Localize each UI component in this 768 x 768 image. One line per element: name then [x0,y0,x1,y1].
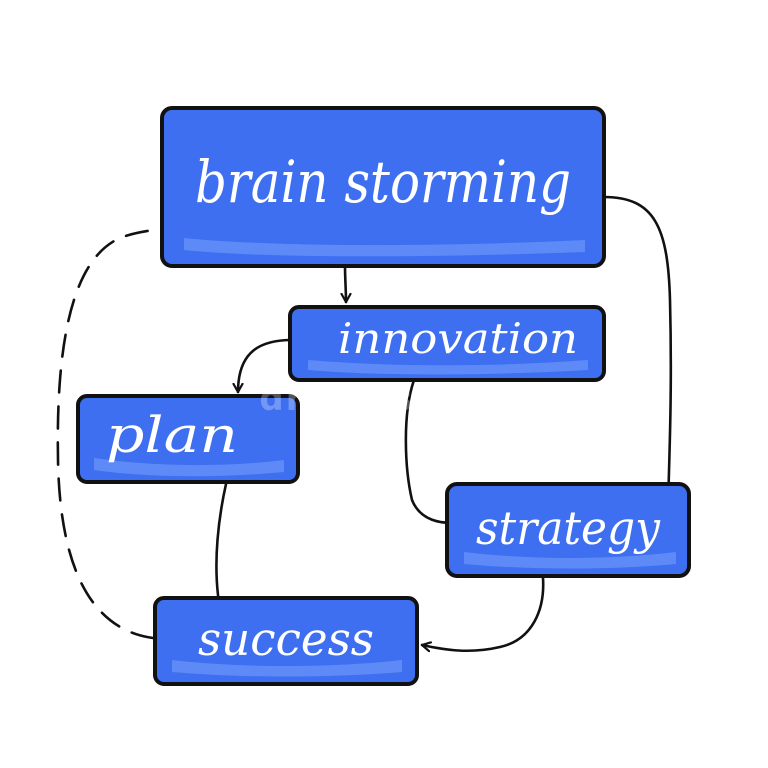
arrow-innovation-to-plan [238,338,294,394]
node-strategy-highlight [464,552,676,569]
connectors [56,195,671,651]
node-brainstorming-box [160,106,606,268]
node-plan-label: plan [106,406,238,464]
node-innovation: innovation [288,305,606,382]
node-success-box [153,596,419,686]
node-success-label: success [198,612,374,666]
node-innovation-box [288,305,606,382]
node-brainstorming-highlight [184,238,585,257]
node-brainstorming: brain storming [160,106,606,268]
arrow-brainstorming-to-strategy [602,195,671,507]
node-plan-box [76,394,300,484]
dashed-arrow-success-to-brainstorming [56,226,198,640]
watermark-text: dreamstime [259,379,508,419]
node-innovation-highlight [308,360,588,375]
node-plan: plan [76,394,300,484]
node-plan-highlight [94,458,284,477]
arrow-strategy-to-success [420,576,545,651]
arrow-brainstorming-to-innovation [345,264,346,304]
arrow-innovation-to-strategy [404,378,464,523]
node-strategy: strategy [445,482,691,578]
node-success: success [153,596,419,686]
node-success-highlight [172,660,402,677]
node-strategy-label: strategy [476,501,661,555]
node-brainstorming-label: brain storming [195,148,571,216]
node-innovation-label: innovation [338,314,578,363]
node-strategy-box [445,482,691,578]
